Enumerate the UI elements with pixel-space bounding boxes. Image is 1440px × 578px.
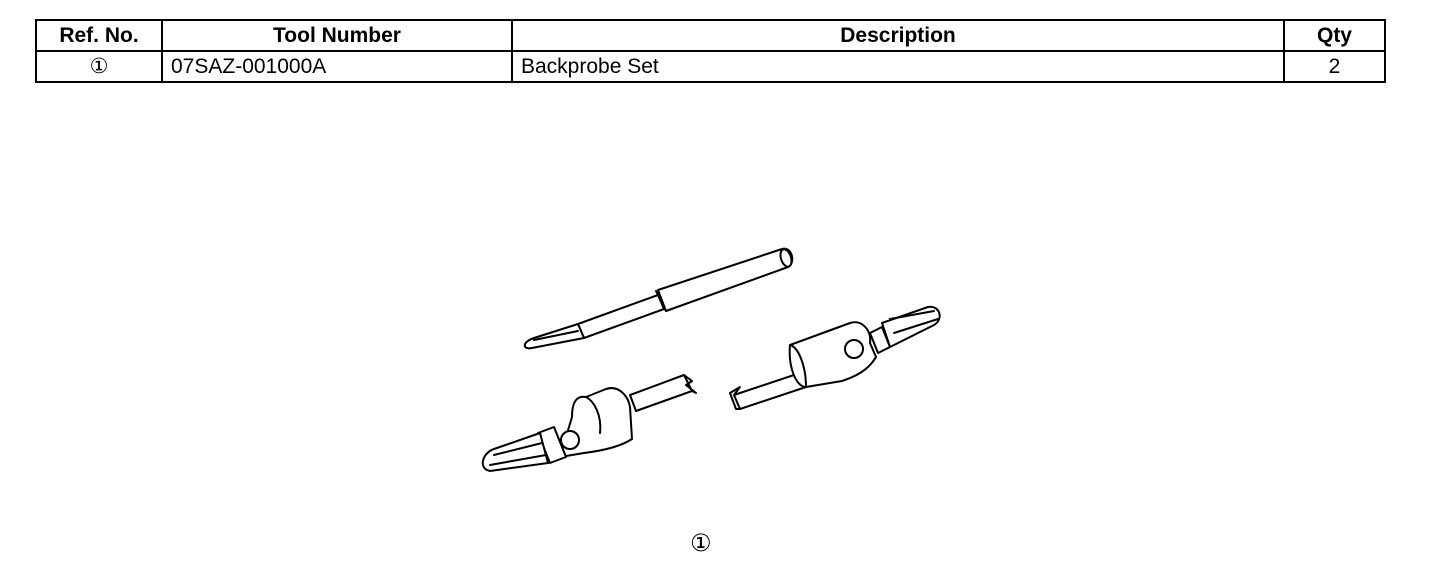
table-header: Ref. No. Tool Number Description Qty: [35, 19, 1386, 52]
cell-description: Backprobe Set: [511, 50, 1285, 83]
header-row: Ref. No. Tool Number Description Qty: [35, 19, 1386, 52]
cell-ref-no: ①: [35, 50, 163, 83]
lead-right: [729, 305, 941, 410]
probe-pin: [523, 247, 794, 350]
lead-left: [481, 374, 697, 472]
tool-table: Ref. No. Tool Number Description Qty ① 0…: [35, 19, 1386, 83]
cell-tool-number: 07SAZ-001000A: [161, 50, 513, 83]
table-body: ① 07SAZ-001000A Backprobe Set 2: [35, 50, 1386, 83]
header-qty: Qty: [1283, 19, 1386, 52]
header-ref-no: Ref. No.: [35, 19, 163, 52]
figure-callout: ①: [690, 529, 712, 557]
table-row: ① 07SAZ-001000A Backprobe Set 2: [35, 50, 1386, 83]
header-tool-number: Tool Number: [161, 19, 513, 52]
backprobe-set-illustration: [481, 247, 941, 472]
cell-qty: 2: [1283, 50, 1386, 83]
header-description: Description: [511, 19, 1285, 52]
